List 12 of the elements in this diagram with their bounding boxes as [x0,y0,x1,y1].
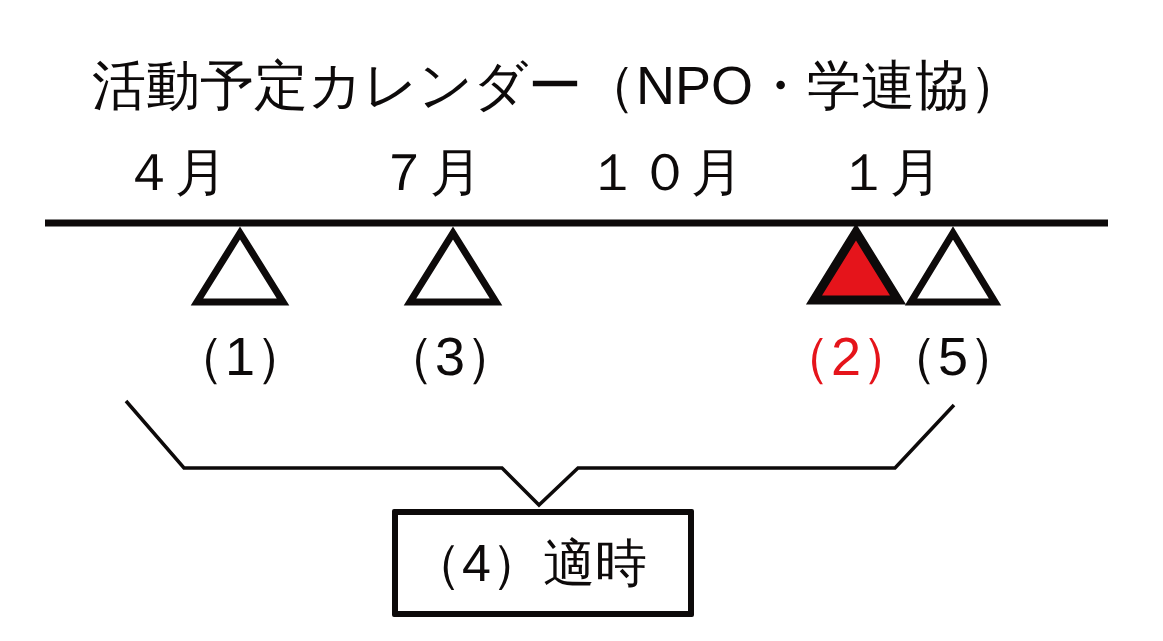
month-label: １月 [838,146,942,198]
event-number: （3） [381,329,520,383]
month-label: １０月 [587,146,743,198]
month-label: ４月 [123,146,227,198]
triangle-marker [902,226,1004,307]
triangle-marker [188,226,292,307]
event-number: （1） [171,329,310,383]
label-box: （4）適時 [392,509,694,617]
title: 活動予定カレンダー（NPO・学連協） [92,58,1024,112]
triangle-marker [401,226,505,307]
month-label: ７月 [378,146,482,198]
triangle-marker [805,223,907,306]
